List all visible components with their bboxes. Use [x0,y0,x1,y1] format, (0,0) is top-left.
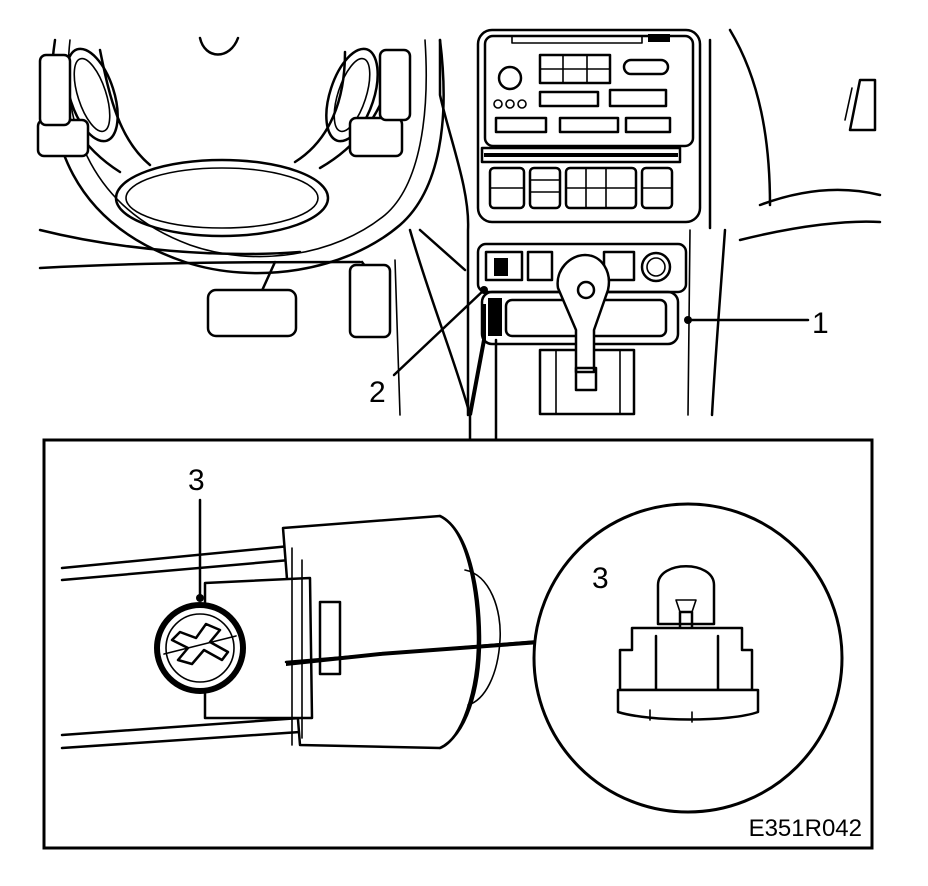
callout-1: 1 [684,307,829,340]
gear-lever [556,253,611,392]
pedals [206,260,392,339]
dashboard-overview [36,28,882,417]
figure-id: E351R042 [749,815,862,842]
bulb-socket-installed [154,602,246,694]
callout-1-label: 1 [812,307,829,340]
switch-body [60,514,501,750]
detail-view: 3 3 E351R042 [42,304,874,850]
magnified-bulb-view: 3 [532,502,844,814]
callout-3-main: 3 [188,464,205,602]
callout-2: 2 [369,286,488,409]
callout-3-main-label: 3 [188,464,205,497]
callout-2-label: 2 [369,376,386,409]
radio-unit [476,28,702,224]
callout-3-zoom-label: 3 [592,562,609,595]
steering-wheel [36,36,445,275]
